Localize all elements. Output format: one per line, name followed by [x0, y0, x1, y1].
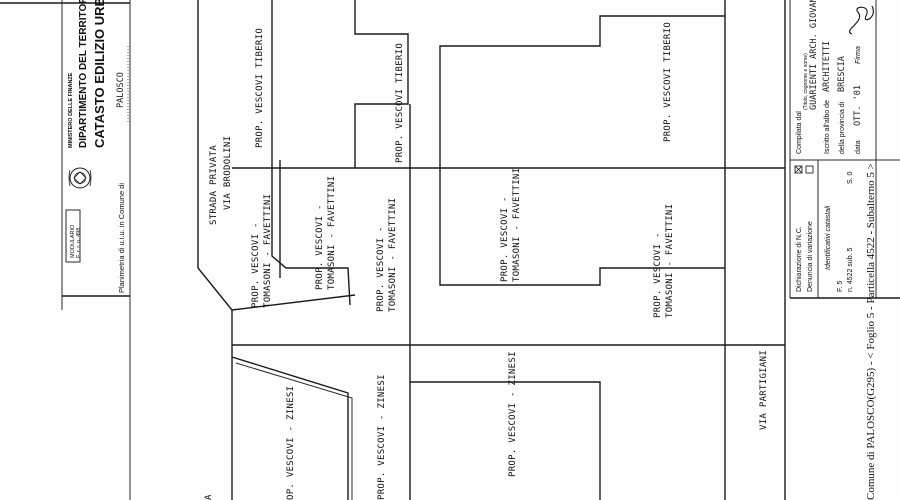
street-edge-left	[197, 0, 233, 500]
owner-favettini-b2: TOMASONI - FAVETTINI	[327, 176, 337, 290]
form-code-box	[65, 209, 81, 263]
main-street-label: VIA PARTIGIANI	[759, 350, 769, 430]
plan-labels: STRADA PRIVATA VIA BRODOLINI PROP. VESCO…	[204, 22, 769, 500]
variation-label: Denuncia di variazione	[807, 221, 814, 292]
owner-zinesi-2: PROP. VESCOVI - ZINESI	[508, 351, 518, 477]
compiled-hint: (Titolo, cognome e nome)	[803, 53, 809, 110]
register-label: Iscritto all'albo de	[824, 100, 831, 154]
declaration-checkbox	[794, 165, 803, 174]
identifiers-label: Identificativi catastali	[825, 205, 832, 270]
owner-favettini-a1: PROP. VESCOVI -	[251, 222, 261, 308]
wall-zinesi-a-inner	[235, 362, 353, 500]
owner-favettini-a2: TOMASONI - FAVETTINI	[263, 194, 273, 308]
plan-walls	[129, 0, 786, 500]
owner-zinesi-1: PROP. VESCOVI - ZINESI	[377, 374, 387, 500]
cadastre-label: CATASTO EDILIZIO URBANO	[92, 0, 107, 148]
id-parcel: n. 4522 sub. 5	[847, 248, 854, 292]
wall-tiberio-left	[354, 0, 409, 168]
owner-favettini-b1: PROP. VESCOVI -	[315, 204, 325, 290]
signature-label: Firma	[855, 46, 862, 64]
declaration-label: Dichiarazione di N.C.	[796, 226, 803, 292]
id-sheet: F. 5	[837, 281, 844, 292]
owner-tiberio-2: PROP. VESCOVI TIBERIO	[395, 43, 405, 163]
edge-letter: A	[204, 494, 214, 500]
title-block: Dichiarazione di N.C. Denuncia di variaz…	[789, 0, 900, 500]
street-name-label: VIA BRODOLINI	[223, 136, 233, 210]
owner-favettini-d2: TOMASONI - FAVETTINI	[512, 168, 522, 282]
owner-favettini-e1: PROP. VESCOVI -	[653, 232, 663, 318]
private-street-label: STRADA PRIVATA	[209, 145, 219, 225]
owner-favettini-e2: TOMASONI - FAVETTINI	[665, 204, 675, 318]
form-code-line2: F. r. r. n. 498	[76, 228, 82, 258]
owner-tiberio-3: PROP. VESCOVI TIBERIO	[663, 22, 673, 142]
owner-favettini-c2: TOMASONI - FAVETTINI	[388, 198, 398, 312]
reference-line: Comune di PALOSCO(G295) - < Foglio 5 - P…	[865, 163, 877, 500]
compiled-by-label: Compilata dal	[796, 111, 803, 154]
plan-label: Planimetria di u.i.u. in Comune di	[117, 183, 126, 293]
street-edge-right	[271, 0, 351, 306]
wall-zinesi-b	[410, 381, 601, 500]
province-value: BRESCIA	[837, 56, 847, 92]
register-value: ARCHITETTI	[822, 41, 832, 92]
province-label: della provincia di	[839, 101, 846, 154]
compiler-name: GUARIENTI ARCH. GIOVANNI	[809, 0, 819, 110]
owner-favettini-d1: PROP. VESCOVI -	[500, 196, 510, 282]
owner-zinesi-cut: OP. VESCOVI - ZINESI	[286, 386, 296, 500]
wall-tiberio-right	[439, 15, 725, 168]
emblem-icon	[68, 167, 92, 189]
form-code-line1: MODULARIO	[70, 224, 76, 258]
wall-favettini	[439, 168, 725, 286]
checkbox-x-icon	[795, 166, 802, 173]
wall-zinesi-a	[231, 356, 349, 500]
wall-diagonal	[231, 294, 356, 311]
owner-tiberio-1: PROP. VESCOVI TIBERIO	[255, 28, 265, 148]
department-label: DIPARTIMENTO DEL TERRITORIO	[78, 0, 89, 148]
signature-scribble	[849, 5, 874, 35]
comune-value: PALOSCO	[116, 72, 126, 108]
date-value: OTT. '01	[853, 85, 863, 126]
header-strip: MODULARIO F. r. r. n. 498 MINISTERO DELL…	[0, 0, 130, 310]
date-label: data	[855, 140, 862, 154]
owner-favettini-c1: PROP. VESCOVI -	[376, 226, 386, 312]
variation-checkbox	[805, 165, 814, 174]
side-code: S. 0	[847, 171, 854, 184]
ministry-label: MINISTERO DELLE FINANZE	[68, 72, 74, 148]
